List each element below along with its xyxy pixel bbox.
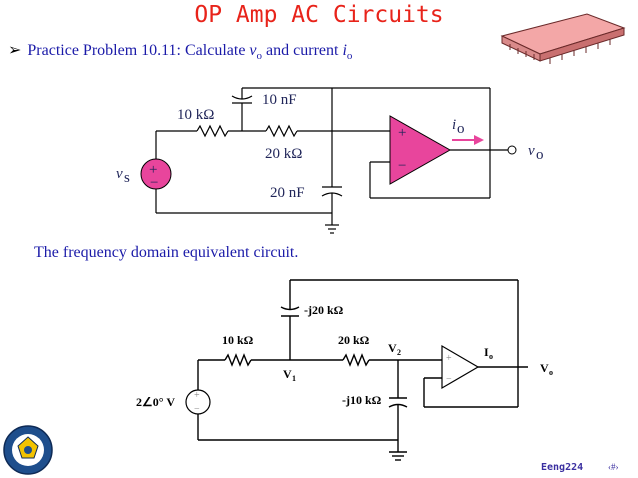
svg-text:20 kΩ: 20 kΩ — [338, 333, 370, 347]
svg-text:10 kΩ: 10 kΩ — [222, 333, 254, 347]
slide-title: OP Amp AC Circuits — [194, 2, 444, 28]
op-amp-2 — [441, 344, 480, 390]
svg-text:10 nF: 10 nF — [262, 92, 297, 108]
caption: The frequency domain equivalent circuit. — [34, 244, 299, 261]
svg-text:o: o — [489, 352, 493, 361]
svg-text:1: 1 — [292, 374, 296, 383]
chip-icon — [500, 13, 626, 64]
svg-text:10 kΩ: 10 kΩ — [177, 107, 214, 123]
bullet-arrow-icon: ➢ — [8, 42, 22, 59]
svg-text:2: 2 — [397, 348, 401, 357]
course-code: Eeng224 — [541, 462, 584, 473]
current-arrow-icon — [474, 135, 484, 145]
svg-text:20 nF: 20 nF — [270, 185, 305, 201]
svg-text:o: o — [549, 368, 553, 377]
svg-text:−: − — [446, 374, 452, 385]
university-logo — [3, 425, 53, 475]
svg-text:s: s — [124, 170, 130, 186]
svg-text:V: V — [388, 341, 397, 355]
resistor-10k — [196, 124, 229, 138]
svg-text:+: + — [149, 162, 157, 178]
svg-text:−: − — [398, 158, 406, 174]
svg-text:V: V — [283, 367, 292, 381]
svg-text:+: + — [446, 353, 452, 364]
ac-source — [140, 158, 172, 190]
output-terminal — [507, 145, 517, 155]
frequency-domain-circuit: + − + − 10 kΩ 20 kΩ -j20 kΩ -j10 kΩ 2∠0°… — [136, 279, 553, 461]
resistor-20k — [265, 124, 298, 138]
svg-text:+: + — [398, 125, 406, 141]
svg-text:v: v — [528, 143, 535, 159]
svg-text:+: + — [194, 390, 200, 401]
practice-problem-bullet: ➢Practice Problem 10.11: Calculate vo an… — [8, 42, 353, 63]
svg-text:−: − — [194, 404, 200, 415]
page-number: ‹#› — [608, 462, 619, 472]
voltage-source — [185, 389, 211, 415]
svg-text:V: V — [540, 361, 549, 375]
op-amp — [389, 115, 452, 185]
svg-text:-j20 kΩ: -j20 kΩ — [304, 303, 344, 317]
resistor-20k-2 — [342, 353, 370, 367]
svg-text:−: − — [150, 175, 158, 191]
svg-text:o: o — [536, 147, 544, 163]
resistor-10k-2 — [224, 353, 252, 367]
svg-text:i: i — [452, 117, 456, 133]
svg-text:I: I — [484, 345, 489, 359]
svg-text:o: o — [457, 121, 465, 137]
svg-text:v: v — [116, 166, 123, 182]
svg-text:2∠0° V: 2∠0° V — [136, 395, 175, 409]
svg-text:20 kΩ: 20 kΩ — [265, 146, 302, 162]
svg-text:-j10 kΩ: -j10 kΩ — [342, 393, 382, 407]
time-domain-circuit: + − + − 10 kΩ 10 nF 20 kΩ 20 nF v s i o … — [116, 87, 544, 234]
